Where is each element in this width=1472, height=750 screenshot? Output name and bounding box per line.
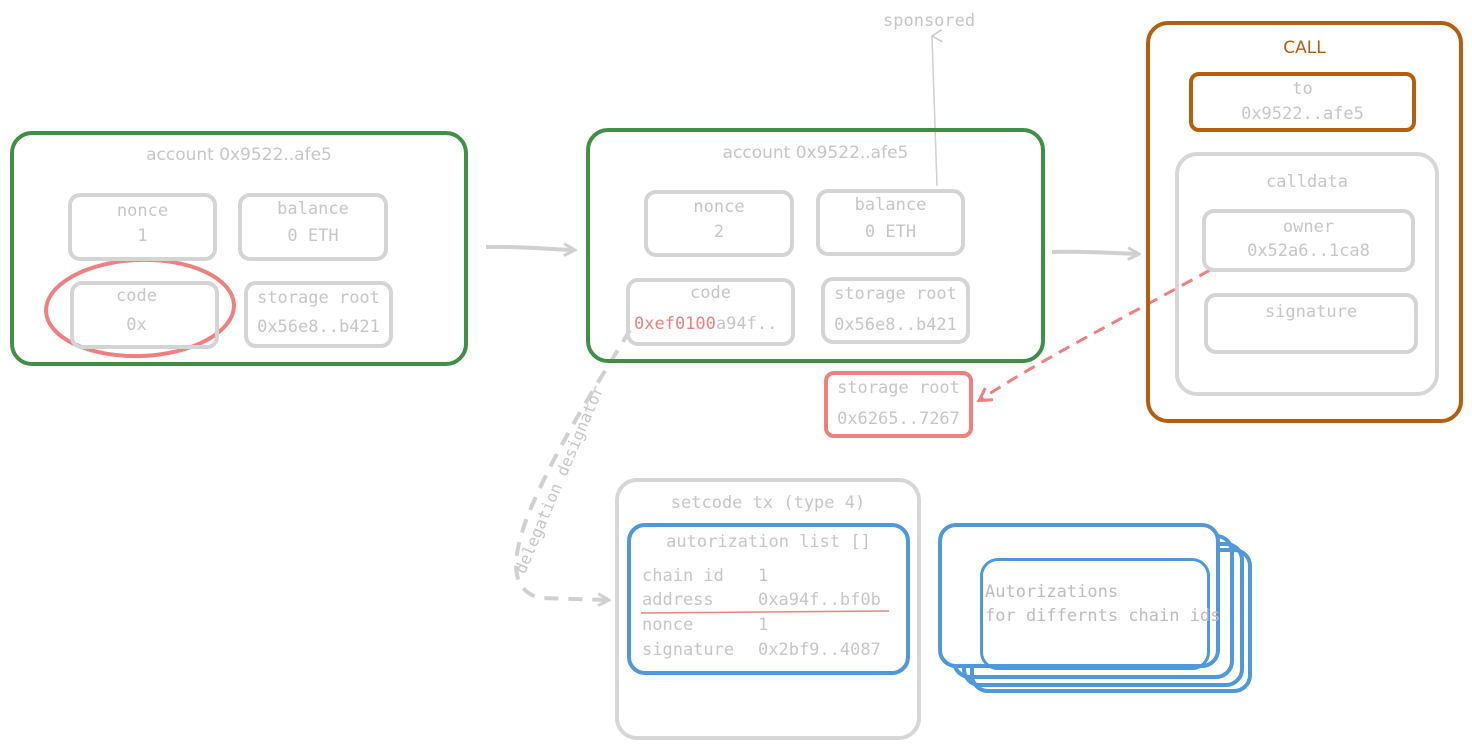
account2-balance-box bbox=[816, 189, 965, 256]
autorization-row-key: address bbox=[642, 590, 714, 610]
account2-title: account 0x9522..afe5 bbox=[722, 143, 909, 163]
autorization-row-key: chain id bbox=[642, 566, 724, 586]
call-to-label: to bbox=[1292, 79, 1313, 99]
account2-storage-value: 0x56e8..b421 bbox=[834, 315, 957, 335]
account2-storage-label: storage root bbox=[834, 284, 957, 304]
arrow-account2-to-call bbox=[1051, 252, 1138, 254]
arrow-delegation bbox=[514, 328, 632, 600]
account1-storage-value: 0x56e8..b421 bbox=[257, 317, 380, 337]
account1-nonce-value: 1 bbox=[137, 226, 148, 246]
autorization-list-box bbox=[627, 523, 910, 675]
autorizations-line2: for differnts chain ids bbox=[985, 606, 1221, 626]
setcode-card bbox=[615, 478, 921, 740]
account1-storage-box bbox=[244, 281, 393, 348]
account1-code-value: 0x bbox=[126, 315, 147, 335]
calldata-label: calldata bbox=[1266, 172, 1348, 192]
call-title: CALL bbox=[1283, 38, 1326, 58]
account2-code-prefix: 0xef0100 bbox=[634, 314, 716, 334]
account2-nonce-label: nonce bbox=[693, 197, 745, 217]
account1-balance-value: 0 ETH bbox=[287, 226, 339, 246]
autorization-row-value: 1 bbox=[758, 615, 769, 635]
setcode-title: setcode tx (type 4) bbox=[670, 493, 866, 513]
autorizations-line1: Autorizations bbox=[985, 582, 1119, 602]
autorizations-stack-front bbox=[938, 523, 1220, 668]
owner-value: 0x52a6..1ca8 bbox=[1247, 241, 1370, 261]
account2-nonce-box bbox=[644, 190, 794, 257]
sponsored-label: sponsored bbox=[883, 11, 976, 31]
account2-nonce-value: 2 bbox=[713, 222, 725, 242]
autorization-list-title: autorization list [] bbox=[666, 532, 871, 552]
signature-box bbox=[1204, 293, 1418, 354]
arrow-owner-to-storage bbox=[980, 268, 1211, 400]
account1-storage-label: storage root bbox=[257, 288, 380, 308]
new-storage-label: storage root bbox=[837, 378, 960, 398]
account2-code-box bbox=[626, 278, 795, 346]
call-to-box bbox=[1189, 72, 1416, 132]
owner-box bbox=[1202, 209, 1415, 272]
autorization-row-value: 1 bbox=[758, 566, 769, 586]
new-storage-value: 0x6265..7267 bbox=[837, 409, 960, 429]
account2-card bbox=[586, 128, 1045, 363]
account2-code-suffix: a94f.. bbox=[715, 314, 778, 334]
account2-balance-label: balance bbox=[854, 195, 927, 215]
arrow-account1-to-account2 bbox=[485, 247, 574, 250]
account2-storage-box bbox=[821, 277, 970, 344]
account1-balance-label: balance bbox=[277, 199, 349, 219]
account1-code-label: code bbox=[116, 286, 157, 306]
account1-title: account 0x9522..afe5 bbox=[146, 145, 332, 165]
autorization-row-key: signature bbox=[642, 640, 735, 660]
account1-nonce-label: nonce bbox=[116, 201, 169, 221]
account2-code-label: code bbox=[690, 283, 731, 303]
account1-balance-box bbox=[238, 193, 388, 261]
calldata-box bbox=[1175, 152, 1439, 396]
autorization-row-key: nonce bbox=[642, 615, 694, 635]
arrow-to-sponsored bbox=[930, 29, 943, 187]
account1-card bbox=[10, 131, 468, 366]
call-card bbox=[1146, 21, 1463, 423]
autorization-row-value: 0xa94f..bf0b bbox=[758, 590, 881, 610]
account2-code-value: 0xef0100a94f.. bbox=[634, 314, 777, 334]
signature-label: signature bbox=[1264, 302, 1358, 322]
account2-balance-value: 0 ETH bbox=[864, 222, 917, 242]
account1-nonce-box bbox=[68, 193, 217, 261]
owner-label: owner bbox=[1282, 217, 1335, 237]
autorization-row-value: 0x2bf9..4087 bbox=[758, 640, 881, 660]
account1-code-box bbox=[70, 281, 219, 349]
new-storage-box bbox=[824, 371, 973, 438]
call-to-value: 0x9522..afe5 bbox=[1241, 104, 1364, 124]
address-underline bbox=[640, 610, 890, 614]
autorizations-stack-inner bbox=[980, 558, 1210, 670]
